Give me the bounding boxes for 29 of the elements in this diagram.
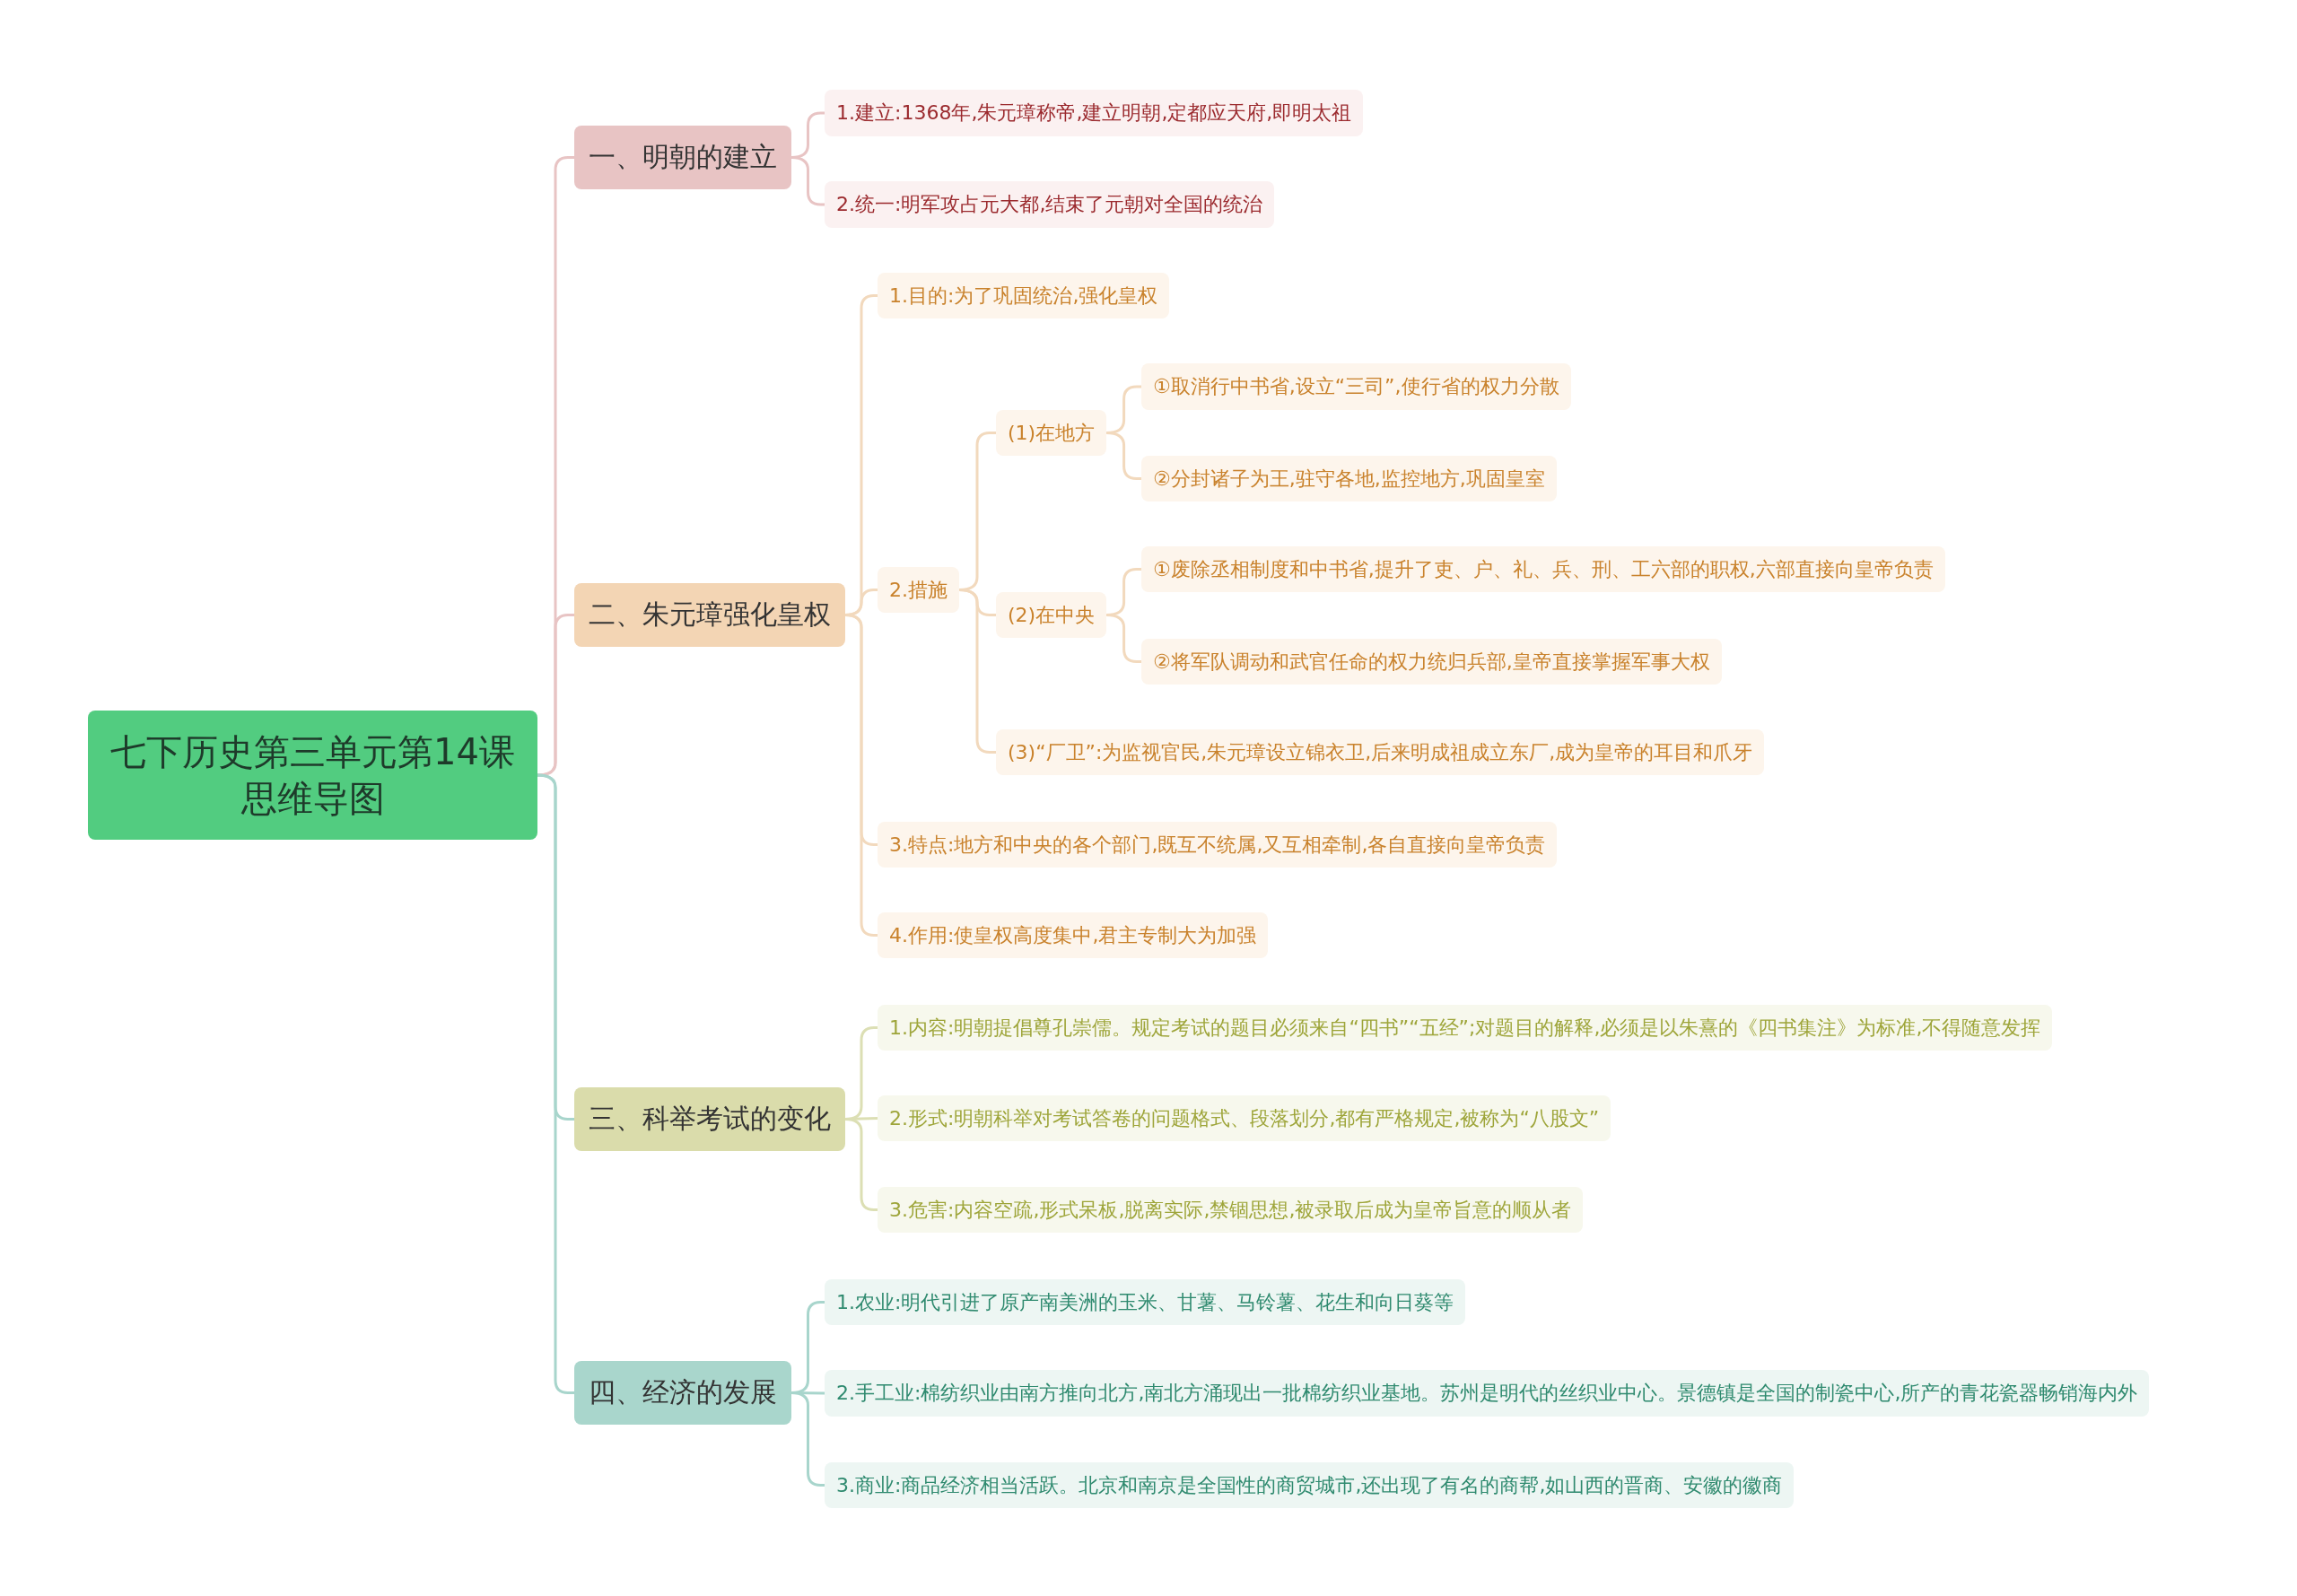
connector	[790, 1391, 825, 1487]
subtopic-box: 3.特点:地方和中央的各个部门,既互不统属,又互相牵制,各自直接向皇帝负责	[878, 822, 1558, 868]
subtopic-box: 3.商业:商品经济相当活跃。北京和南京是全国性的商贸城市,还出现了有名的商帮,如山西的晋商、安徽的徽商	[825, 1462, 1795, 1508]
topic-box: 二、朱元璋强化皇权	[574, 583, 845, 647]
subtopic-box: 1.农业:明代引进了原产南美洲的玉米、甘薯、马铃薯、花生和向日葵等	[825, 1279, 1466, 1325]
subtopic-box: 2.措施	[878, 567, 959, 613]
subtopic-box: (3)“厂卫”:为监视官民,朱元璋设立锦衣卫,后来明成祖成立东厂,成为皇帝的耳目和爪牙	[996, 729, 1765, 775]
subtopic-box: (2)在中央	[996, 592, 1107, 638]
subtopic-box: 2.统一:明军攻占元大都,结束了元朝对全国的统治	[825, 181, 1275, 228]
subtopic-box: ②分封诸子为王,驻守各地,监控地方,巩固皇室	[1141, 456, 1557, 501]
subtopic-box: ②将军队调动和武官任命的权力统归兵部,皇帝直接掌握军事大权	[1141, 639, 1722, 685]
subtopic-box: 3.危害:内容空疏,形式呆板,脱离实际,禁锢思想,被录取后成为皇帝旨意的顺从者	[878, 1187, 1584, 1233]
connector	[537, 614, 574, 777]
topic-box: 三、科举考试的变化	[574, 1087, 845, 1151]
subtopic-box: 2.手工业:棉纺织业由南方推向北方,南北方涌现出一批棉纺织业基地。苏州是明代的丝织业中心。景德镇是全国的制瓷中心,所产的青花瓷器畅销海内外	[825, 1370, 2150, 1417]
subtopic-box: 1.建立:1368年,朱元璋称帝,建立明朝,定都应天府,即明太祖	[825, 90, 1364, 136]
subtopic-box: 2.形式:明朝科举对考试答卷的问题格式、段落划分,都有严格规定,被称为“八股文”	[878, 1095, 1611, 1141]
connector	[958, 589, 996, 754]
subtopic-box: ①取消行中书省,设立“三司”,使行省的权力分散	[1141, 363, 1571, 410]
topic-box: 四、经济的发展	[574, 1361, 791, 1425]
topic-box: 一、明朝的建立	[574, 126, 791, 189]
subtopic-box: 1.内容:明朝提倡尊孔崇儒。规定考试的题目必须来自“四书”“五经”;对题目的解释,必须是以朱熹的《四书集注》为标准,不得随意发挥	[878, 1005, 2053, 1051]
connector	[537, 773, 574, 1394]
subtopic-box: ①废除丞相制度和中书省,提升了吏、户、礼、兵、刑、工六部的职权,六部直接向皇帝负责	[1141, 546, 1945, 592]
connector	[790, 156, 825, 206]
subtopic-box: (1)在地方	[996, 410, 1107, 456]
subtopic-box: 4.作用:使皇权高度集中,君主专制大为加强	[878, 912, 1269, 958]
root-topic-box: 七下历史第三单元第14课思维导图	[88, 711, 537, 840]
subtopic-box: 1.目的:为了巩固统治,强化皇权	[878, 273, 1170, 318]
